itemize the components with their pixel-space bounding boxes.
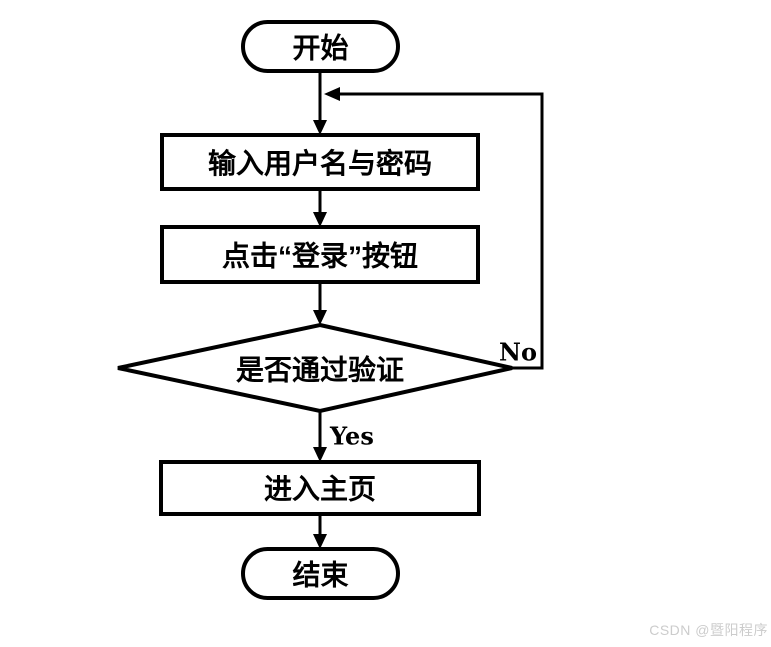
process-click-login-label: 点击“登录”按钮: [222, 240, 418, 272]
arrowhead-into-home: [313, 447, 327, 462]
process-enter-home-label: 进入主页: [264, 474, 376, 505]
end-label: 结束: [292, 560, 348, 591]
process-click-login-shape: [160, 225, 480, 284]
arrowhead-no-loop: [324, 87, 340, 101]
arrowhead-into-end: [313, 534, 327, 549]
watermark-text: CSDN @暨阳程序: [649, 622, 768, 638]
process-input-shape: [160, 133, 480, 191]
edge-no-label: No: [499, 338, 537, 367]
arrowhead-into-click: [313, 212, 327, 227]
arrowhead-into-input: [313, 120, 327, 135]
end-terminator-shape: [241, 547, 400, 600]
process-enter-home-shape: [159, 460, 481, 516]
decision-verify-label: 是否通过验证: [236, 354, 404, 386]
arrowhead-into-decision: [313, 310, 327, 325]
start-label: 开始: [292, 33, 348, 64]
start-terminator-shape: [241, 20, 400, 73]
decision-verify-shape: [117, 322, 513, 414]
connector-no-loop: [339, 92, 544, 370]
process-input-label: 输入用户名与密码: [208, 147, 432, 179]
edge-yes-label: Yes: [329, 422, 374, 451]
